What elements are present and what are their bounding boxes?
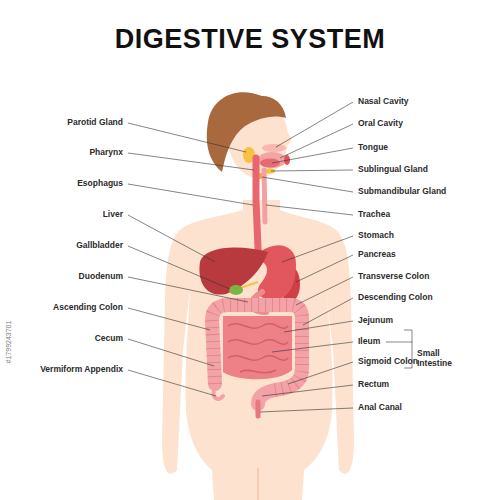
organ-label: Anal Canal: [358, 403, 402, 413]
tongue: [260, 159, 280, 168]
organ-label: Liver: [103, 210, 123, 220]
organ-label: Oral Cavity: [358, 119, 403, 129]
organ-label: Jejunum: [358, 316, 393, 326]
organ-label: Duodenum: [79, 272, 123, 282]
leg-divide: [257, 468, 259, 500]
watermark-id: #1799243701: [5, 321, 13, 364]
oral-cavity: [258, 152, 286, 168]
diagram-title: DIGESTIVE SYSTEM: [0, 24, 500, 55]
hair: [207, 92, 286, 172]
organ-label: Stomach: [358, 231, 394, 241]
nasal-cavity: [262, 144, 286, 152]
organ-label: Vermiform Appendix: [40, 365, 123, 375]
organ-label: Trachea: [358, 210, 390, 220]
intestine-coils: [228, 324, 288, 373]
organ-label: Cecum: [95, 334, 123, 344]
liver: [199, 247, 268, 294]
organ-label: Pancreas: [358, 250, 396, 260]
organ-label: Nasal Cavity: [358, 97, 409, 107]
gallbladder: [229, 285, 243, 295]
organ-label: Ascending Colon: [53, 303, 123, 313]
organ-label: Parotid Gland: [67, 118, 123, 128]
bracket-label: Small Intestine: [417, 349, 469, 369]
colon-folds: [212, 305, 302, 390]
large-intestine: [212, 305, 302, 404]
bile-duct: [240, 282, 258, 288]
organ-label: Tongue: [358, 143, 388, 153]
organ-label: Gallbladder: [76, 241, 123, 251]
leader-lines: [128, 102, 353, 412]
organ-label: Descending Colon: [358, 293, 433, 303]
organ-label: Sublingual Gland: [358, 165, 428, 175]
anal-canal: [256, 402, 261, 416]
organ-label: Pharynx: [89, 148, 123, 158]
organ-label: Rectum: [358, 380, 389, 390]
organ-label: Submandibular Gland: [358, 187, 446, 197]
organ-label: Transverse Colon: [358, 272, 429, 282]
trachea: [264, 170, 265, 222]
small-intestine: [223, 316, 292, 379]
organ-label: Esophagus: [77, 179, 123, 189]
appendix: [214, 390, 223, 399]
nose: [284, 128, 291, 146]
organ-label: Ileum: [358, 337, 380, 347]
esophagus: [256, 158, 268, 260]
organ-label: Sigmoid Colon: [358, 357, 418, 367]
